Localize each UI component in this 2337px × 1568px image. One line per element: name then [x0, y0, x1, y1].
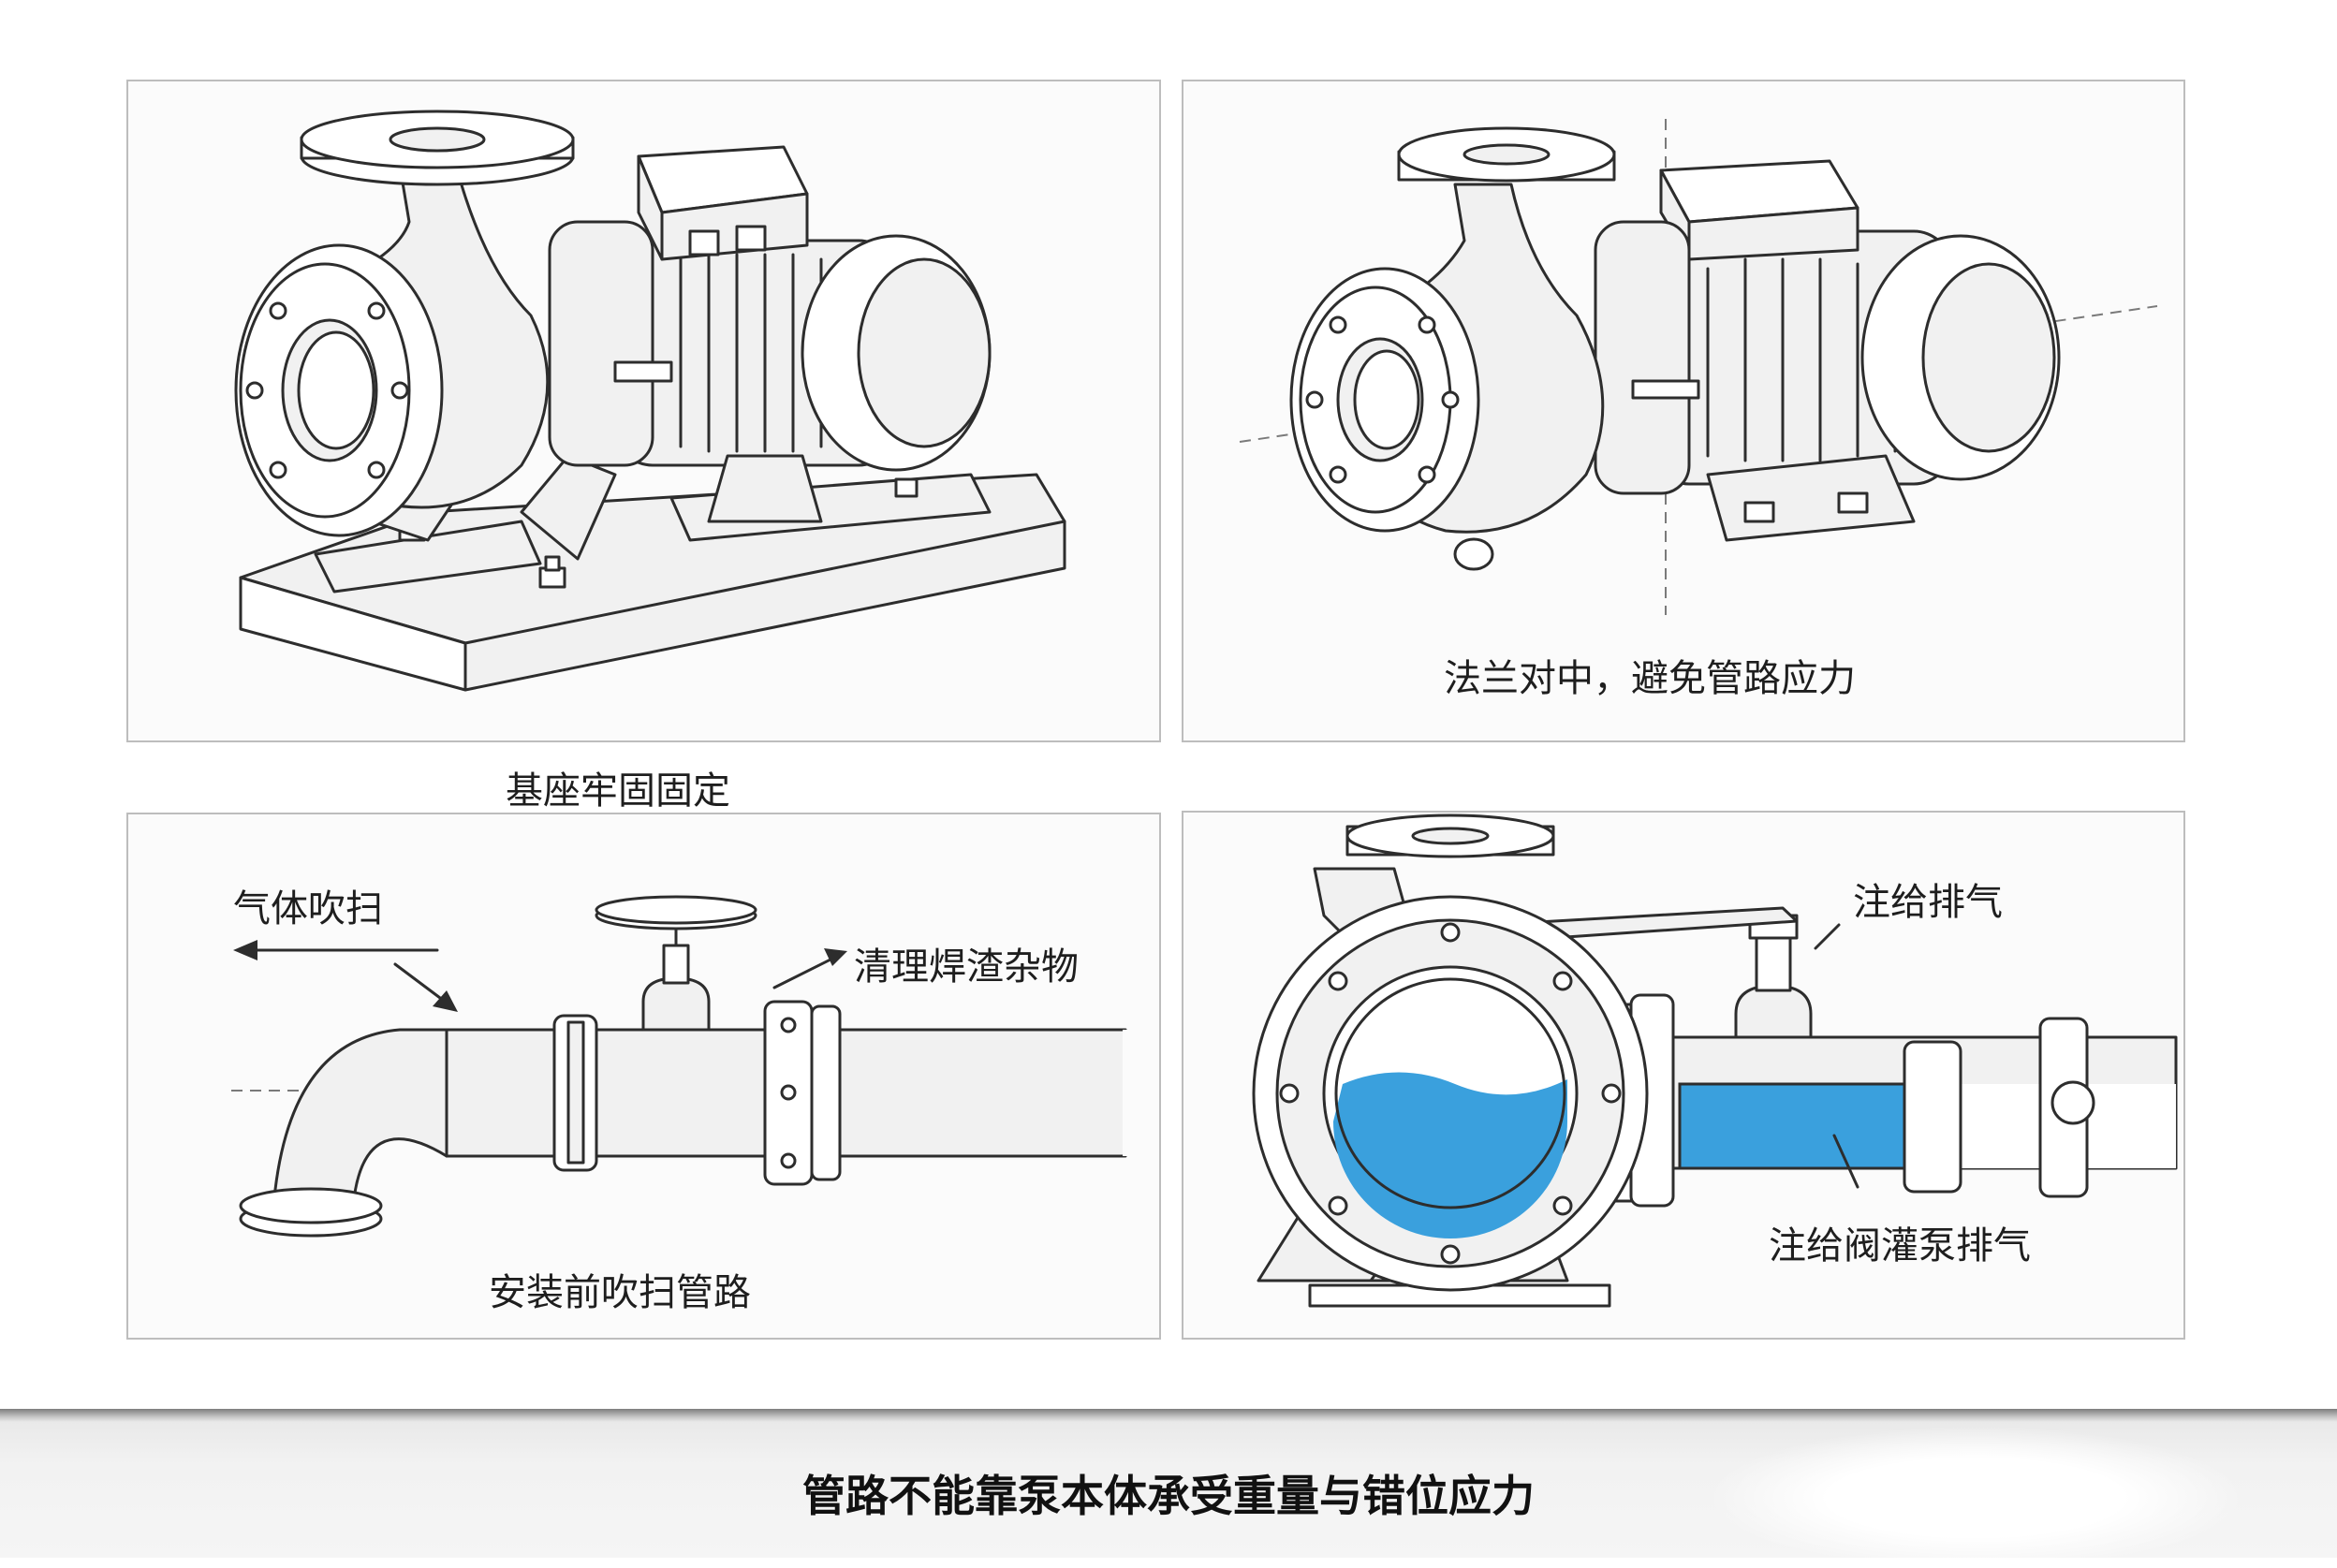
caption-flange-alignment: 法兰对中，避免管路应力: [1444, 657, 1856, 700]
label-gas-flush: 气体吹扫: [233, 887, 383, 931]
bolt-icon: [245, 301, 409, 479]
caption-base-fixing: 基座牢固固定: [506, 769, 730, 813]
label-priming-vent: 注给排气: [1853, 881, 2003, 924]
panel-pipe-flushing: 气体吹扫 清理焊渣杂物 安装前吹扫管路: [126, 813, 1161, 1340]
priming-illustration: [1252, 813, 2178, 1308]
caption-pipe-flushing: 安装前吹扫管路: [489, 1271, 751, 1314]
panel-flange-alignment: 法兰对中，避免管路应力: [1182, 80, 2185, 742]
bolt-icon: [780, 1017, 797, 1169]
flange-alignment-illustration: [1239, 119, 2158, 615]
bolt-icon: [1305, 315, 1460, 484]
bottom-title: 管路不能靠泵本体承受重量与错位应力: [802, 1471, 1535, 1521]
label-clean-debris: 清理焊渣杂物: [854, 945, 1079, 989]
panel-base-fixing: [126, 80, 1161, 742]
panel-priming: 注给排气 注给阀灌泵排气: [1182, 811, 2185, 1340]
decorative-glow: [1713, 1428, 2238, 1568]
label-priming-valve: 注给阀灌泵排气: [1769, 1224, 2031, 1268]
pipe-flushing-illustration: [231, 895, 1128, 1238]
bolt-icon: [1279, 922, 1622, 1265]
pump-on-base-illustration: [234, 110, 1066, 692]
